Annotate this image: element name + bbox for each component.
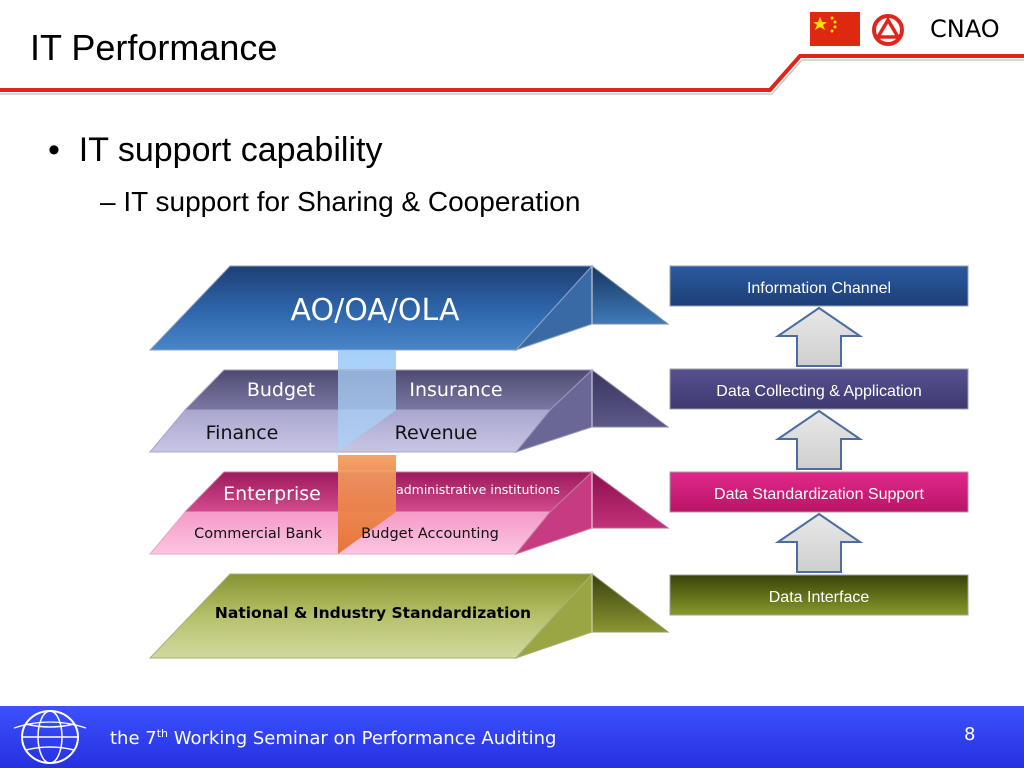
page-title: IT Performance [30, 27, 278, 68]
layer2-revenue-label: Revenue [395, 422, 478, 444]
box-label-data-interface: Data Interface [769, 589, 870, 606]
layer3-admin-label: administrative institutions [396, 482, 560, 497]
bullet-dot-icon: • [48, 131, 79, 169]
layer4-label: National & Industry Standardization [215, 604, 531, 622]
box-information-channel [669, 265, 969, 307]
layer-3 [148, 455, 670, 556]
layer3-commercial-bank-label: Commercial Bank [194, 526, 322, 542]
box-data-collecting [669, 368, 969, 410]
page-number: 8 [964, 724, 976, 745]
layer-top [148, 264, 670, 352]
layer-top-label: AO/OA/OLA [291, 293, 460, 328]
box-label-data-collecting: Data Collecting & Application [716, 383, 921, 400]
box-data-interface [669, 574, 969, 616]
header-divider [0, 54, 1024, 95]
up-arrow-icon [774, 409, 864, 470]
up-arrow-icon [774, 512, 864, 573]
cnao-emblem-icon [872, 14, 904, 46]
layer-diagram: AO/OA/OLA Budget Insurance Finance Reven… [148, 264, 969, 660]
layer-4 [148, 572, 670, 660]
layer2-finance-label: Finance [206, 422, 279, 444]
layer-2 [148, 368, 670, 454]
layer2-budget-label: Budget [247, 379, 315, 401]
brand-label: CNAO [930, 15, 1000, 43]
globe-icon [13, 710, 87, 764]
layer3-budget-accounting-label: Budget Accounting [361, 526, 499, 542]
bullet-level2: – IT support for Sharing & Cooperation [100, 186, 581, 217]
up-arrow-icon [774, 306, 864, 367]
bullet-level1: • IT support capability [48, 131, 383, 169]
layer3-enterprise-label: Enterprise [223, 483, 321, 505]
box-data-standardization [669, 471, 969, 513]
logo-group [810, 12, 904, 46]
footer-bar [0, 706, 1024, 768]
china-flag-icon [810, 12, 860, 46]
box-label-data-standardization: Data Standardization Support [714, 486, 924, 503]
box-label-information-channel: Information Channel [747, 280, 891, 297]
footer-seminar-text: the 7th Working Seminar on Performance A… [110, 727, 557, 749]
layer2-insurance-label: Insurance [409, 379, 502, 401]
